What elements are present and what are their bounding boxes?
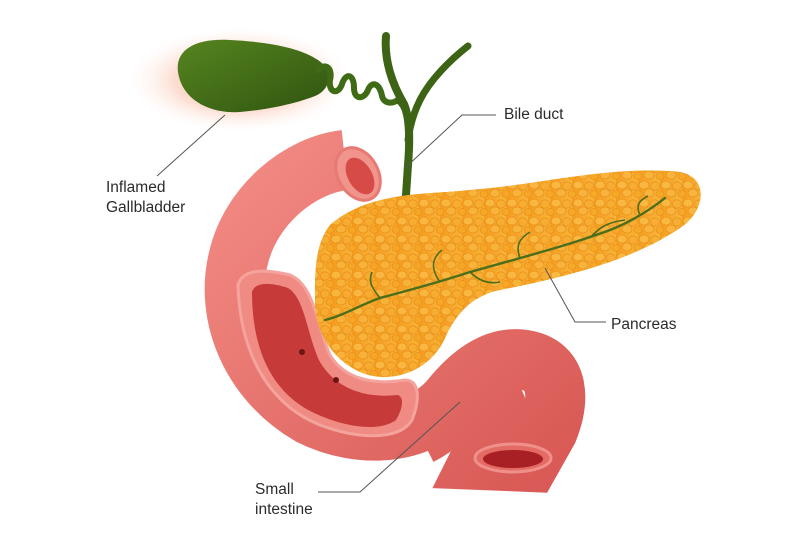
label-gallbladder-line1: Inflamed [106, 179, 166, 196]
label-small-intestine: Small intestine [255, 480, 313, 520]
leader-lines [156, 114, 606, 493]
label-gallbladder-line2: Gallbladder [106, 199, 186, 216]
gallbladder [130, 28, 401, 132]
label-pancreas: Pancreas [611, 316, 677, 333]
small-intestine [204, 130, 586, 493]
bile-duct [381, 32, 472, 214]
label-inflamed-gallbladder: Inflamed Gallbladder [106, 178, 185, 218]
label-bile-duct: Bile duct [504, 106, 564, 123]
leader-line-gallbladder [156, 114, 226, 177]
label-intestine-line2: intestine [255, 501, 313, 518]
label-intestine-line1: Small [255, 481, 294, 498]
leader-line-bile-duct [404, 114, 496, 169]
leader-line-pancreas [544, 267, 606, 323]
leader-line-small-intestine [318, 401, 461, 493]
